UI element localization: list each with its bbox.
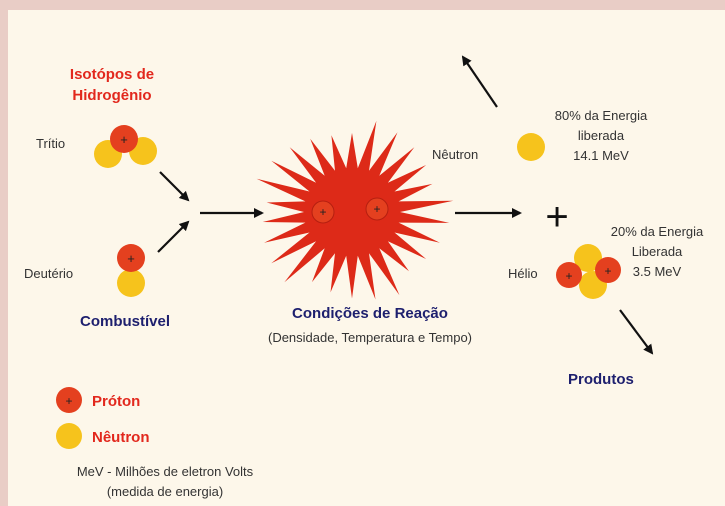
isotopes-title-line2: Hidrogênio [52,85,172,106]
mev-note: MeV - Milhões de eletron Volts (medida d… [30,462,300,502]
helium-energy-value: 3.5 MeV [594,262,720,282]
neutron-energy-value: 14.1 MeV [538,146,664,166]
plus-sign: + [545,195,568,239]
legend-neutron-label: Nêutron [92,427,150,448]
reaction-title: Condições de Reação [240,305,500,322]
helium-energy-percent: 20% da Energia [594,222,720,242]
helium-energy-desc: Liberada [594,242,720,262]
legend-proton-label: Próton [92,391,140,412]
arrow-helium-out [620,310,652,353]
fuel-label: Combustível [80,313,170,330]
neutron-label: Nêutron [432,147,478,162]
proton-symbol: + [127,251,135,266]
isotopes-title-line1: Isotópos de [52,64,172,85]
isotopes-title: Isotópos de Hidrogênio [52,64,172,106]
helium-label: Hélio [508,266,538,281]
reaction-burst [257,121,454,300]
legend-proton-swatch: + [56,387,82,413]
mev-note-line2: (medida de energia) [30,482,300,502]
neutron-energy: 80% da Energia liberada 14.1 MeV [538,106,664,166]
legend-neutron-swatch [56,423,82,449]
svg-text:+: + [65,394,72,408]
tritium-label: Trítio [36,136,65,151]
arrow-deuterium-to-reaction [158,222,188,252]
svg-text:+: + [565,269,572,283]
reaction-subtitle: (Densidade, Temperatura e Tempo) [220,330,520,345]
svg-text:+: + [373,202,380,216]
tritium-atom: + [94,125,157,168]
proton-symbol: + [120,132,128,147]
helium-energy: 20% da Energia Liberada 3.5 MeV [594,222,720,282]
deuterium-label: Deutério [24,266,73,281]
arrow-tritium-to-reaction [160,172,188,200]
neutron-energy-percent: 80% da Energia [538,106,664,126]
neutron-particle [117,269,145,297]
mev-note-line1: MeV - Milhões de eletron Volts [30,462,300,482]
arrow-neutron-out [463,57,497,107]
svg-text:+: + [319,205,326,219]
deuterium-atom: + [117,244,145,297]
neutron-energy-desc: liberada [538,126,664,146]
products-label: Produtos [568,371,634,388]
